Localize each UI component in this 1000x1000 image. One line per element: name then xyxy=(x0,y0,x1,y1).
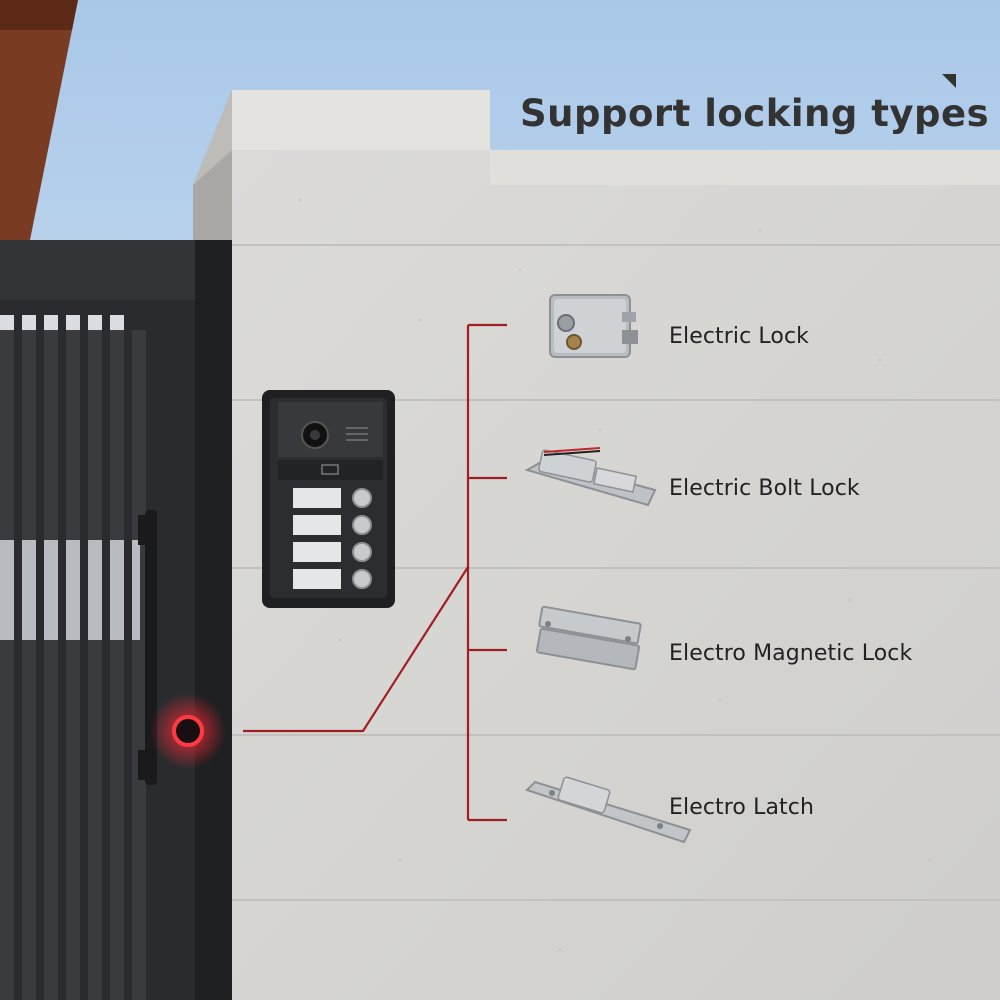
lock-label-electro-latch: Electro Latch xyxy=(669,795,814,820)
intercom-panel xyxy=(262,390,395,608)
electro-latch-image xyxy=(525,776,692,844)
corner-mark xyxy=(942,74,956,88)
gate-lock xyxy=(172,715,204,747)
lock-label-electro-magnetic-lock: Electro Magnetic Lock xyxy=(669,641,913,666)
gate-slats xyxy=(0,330,146,1000)
roof-eave xyxy=(0,0,78,240)
electro-magnetic-lock-image xyxy=(535,605,642,671)
wiring xyxy=(243,323,507,822)
page-title: Support locking types xyxy=(520,92,990,135)
electric-bolt-lock-image xyxy=(524,447,657,507)
lock-label-electric-lock: Electric Lock xyxy=(669,324,809,349)
lock-label-electric-bolt-lock: Electric Bolt Lock xyxy=(669,476,860,501)
electric-lock-image xyxy=(549,294,638,358)
wall-cap-front xyxy=(232,90,490,150)
